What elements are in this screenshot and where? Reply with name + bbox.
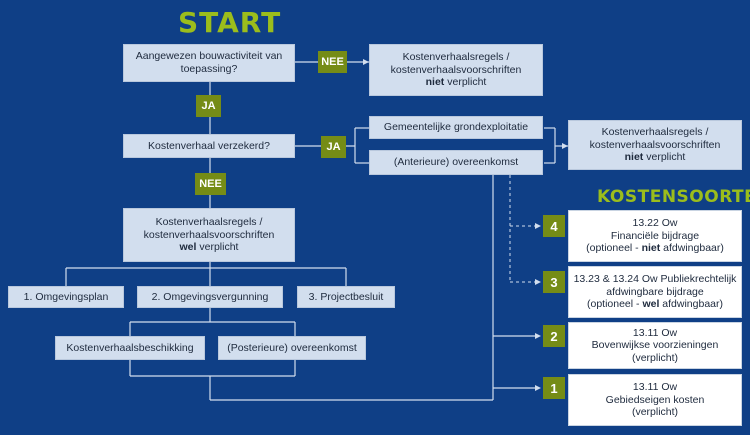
kostensoort-4-number: 4 <box>543 215 565 237</box>
not-required-box-right: Kostenverhaalsregels / kostenverhaalsvoo… <box>568 120 742 170</box>
required-line2: kostenverhaalsvoorschriften <box>143 228 275 241</box>
ja-tag-2: JA <box>321 136 346 158</box>
kostensoort-3-line3c: afdwingbaar) <box>659 298 723 311</box>
kostensoort-3-line1: 13.23 & 13.24 Ow Publiekrechtelijk <box>573 273 737 286</box>
kostensoort-1-box: 13.11 Ow Gebiedseigen kosten (verplicht) <box>568 374 742 426</box>
kostensoort-2-box: 13.11 Ow Bovenwijkse voorzieningen (verp… <box>568 322 742 369</box>
kostensoort-3-line3b: wel <box>642 298 660 311</box>
not-required-top-line2: kostenverhaalsvoorschriften <box>390 63 522 76</box>
not-required-right-rest: verplicht <box>643 151 686 164</box>
kostensoort-2-number: 2 <box>543 325 565 347</box>
kostensoorten-title: KOSTENSOORTEN <box>597 187 750 207</box>
not-required-right-bold: niet <box>624 151 644 164</box>
posterieure-overeenkomst-box: (Posterieure) overeenkomst <box>218 336 366 360</box>
kostensoort-2-line3a: (verplicht) <box>631 351 679 364</box>
kostensoort-1-line2: Gebiedseigen kosten <box>605 393 705 406</box>
not-required-top-rest: verplicht <box>444 76 487 89</box>
required-bold: wel <box>179 241 197 254</box>
kostensoort-3-box: 13.23 & 13.24 Ow Publiekrechtelijk afdwi… <box>568 266 742 318</box>
kostenverhaalsbeschikking-box: Kostenverhaalsbeschikking <box>55 336 205 360</box>
not-required-top-line1: Kostenverhaalsregels / <box>402 51 510 64</box>
instrument-projectbesluit: 3. Projectbesluit <box>297 286 395 308</box>
kostensoort-1-line3a: (verplicht) <box>631 406 679 419</box>
kostensoort-3-line3a: (optioneel - <box>586 298 643 311</box>
kostensoort-4-line3a: (optioneel - <box>586 242 642 255</box>
not-required-box-top: Kostenverhaalsregels / kostenverhaalsvoo… <box>369 44 543 96</box>
nee-tag-1: NEE <box>318 51 347 73</box>
not-required-right-line2: kostenverhaalsvoorschriften <box>589 138 721 151</box>
not-required-top-bold: niet <box>425 76 445 89</box>
required-rest: verplicht <box>196 241 239 254</box>
instrument-omgevingsplan: 1. Omgevingsplan <box>8 286 124 308</box>
question-bouwactiviteit: Aangewezen bouwactiviteit van toepassing… <box>123 44 295 82</box>
kostensoort-2-line2: Bovenwijkse voorzieningen <box>591 339 719 352</box>
kostensoort-1-number: 1 <box>543 377 565 399</box>
kostensoort-3-line2: afdwingbare bijdrage <box>606 285 704 298</box>
gemeentelijke-grondexploitatie-box: Gemeentelijke grondexploitatie <box>369 116 543 139</box>
not-required-right-line1: Kostenverhaalsregels / <box>601 126 709 139</box>
kostensoort-4-line2: Financiële bijdrage <box>610 229 700 242</box>
question-kostenverhaal: Kostenverhaal verzekerd? <box>123 134 295 158</box>
anterieure-overeenkomst-box: (Anterieure) overeenkomst <box>369 150 543 175</box>
kostensoort-2-line1: 13.11 Ow <box>632 326 678 339</box>
start-title: START <box>178 6 282 39</box>
nee-tag-2: NEE <box>195 173 226 195</box>
kostensoort-4-line3b: niet <box>641 242 661 255</box>
required-box: Kostenverhaalsregels / kostenverhaalsvoo… <box>123 208 295 262</box>
kostensoort-1-line1: 13.11 Ow <box>632 381 678 394</box>
instrument-omgevingsvergunning: 2. Omgevingsvergunning <box>137 286 283 308</box>
required-line1: Kostenverhaalsregels / <box>155 216 263 229</box>
kostensoort-3-number: 3 <box>543 271 565 293</box>
kostensoort-4-line3c: afdwingbaar) <box>660 242 724 255</box>
kostensoort-4-line1: 13.22 Ow <box>632 217 678 230</box>
kostensoort-4-box: 13.22 Ow Financiële bijdrage (optioneel … <box>568 210 742 262</box>
ja-tag-1: JA <box>196 95 221 117</box>
